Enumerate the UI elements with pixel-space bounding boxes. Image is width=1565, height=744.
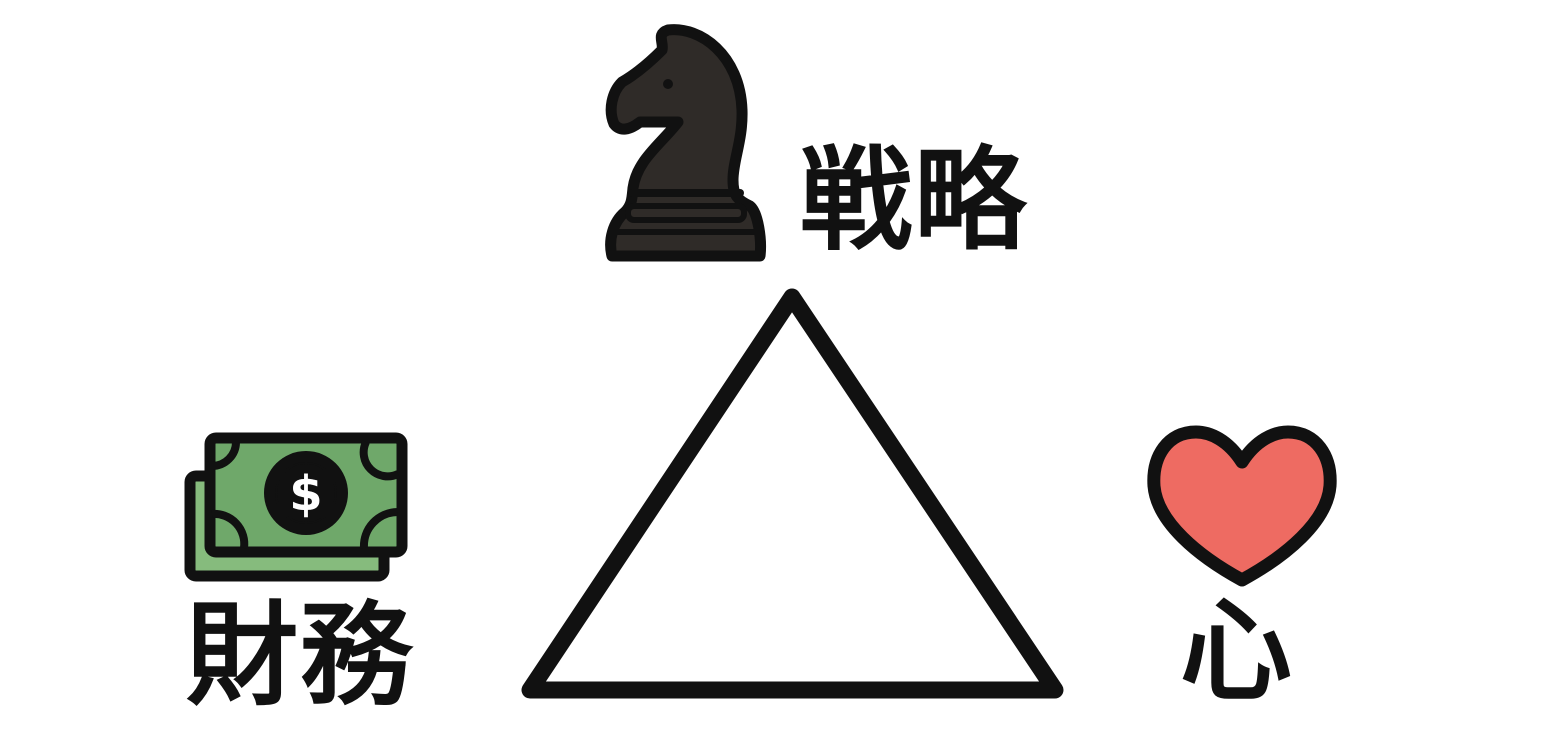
strategy-label: 戦略 <box>800 136 1028 266</box>
finance-label: 財務 <box>186 591 414 721</box>
dollar-bill-icon: $ <box>184 432 408 582</box>
svg-text:$: $ <box>289 466 322 522</box>
center-triangle <box>521 288 1064 699</box>
chess-knight-icon <box>605 24 766 262</box>
heart-label: 心 <box>1180 587 1292 717</box>
heart-icon <box>1147 425 1337 587</box>
